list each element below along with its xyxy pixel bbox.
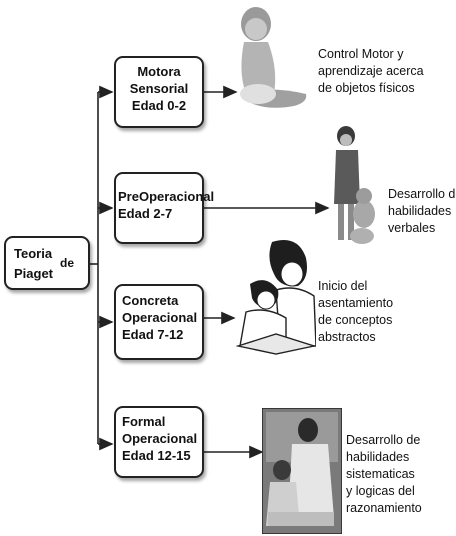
stage-3-line-1: Concreta <box>122 293 179 308</box>
stage-3-line-3: Edad 7-12 <box>122 327 184 342</box>
stage-1-line-2: Sensorial <box>129 81 189 96</box>
desc-2-line-3: verbales <box>388 221 436 235</box>
desc-4-line-5: razonamiento <box>346 501 422 515</box>
root-title-line2: Piaget <box>14 266 54 281</box>
stage-4-line-3: Edad 12-15 <box>122 448 191 463</box>
stage-4-line-2: Operacional <box>122 431 198 446</box>
desc-2-line-2: habilidades <box>388 204 452 218</box>
desc-3-line-2: asentamiento <box>318 296 394 310</box>
parent-child-reading-illustration-icon <box>236 240 316 355</box>
root-title-connector: de <box>60 256 75 270</box>
stage-box-formal: Formal Operacional Edad 12-15 <box>114 406 204 478</box>
description-formal: Desarrollo de habilidades sistematicas y… <box>346 432 422 517</box>
stage-2-line-1: PreOperacional <box>118 189 215 204</box>
desc-1-line-3: de objetos físicos <box>318 81 415 95</box>
desc-4-line-1: Desarrollo de <box>346 433 421 447</box>
stage-box-preoperational: PreOperacional Edad 2-7 <box>114 172 215 244</box>
stage-2-line-2: Edad 2-7 <box>118 206 173 221</box>
stage-1-line-1: Motora <box>137 64 181 79</box>
desc-4-line-3: sistematicas <box>346 467 415 481</box>
stage-box-concrete: Concreta Operacional Edad 7-12 <box>114 284 204 360</box>
desc-3-line-4: abstractos <box>318 330 376 344</box>
desc-4-line-4: y logicas del <box>346 484 415 498</box>
stage-4-line-1: Formal <box>122 414 166 429</box>
description-concrete: Inicio del asentamiento de conceptos abs… <box>318 278 393 346</box>
stage-1-line-3: Edad 0-2 <box>131 98 187 113</box>
desc-1-line-2: aprendizaje acerca <box>318 64 424 78</box>
description-preoperational: Desarrollo de habilidades verbales <box>388 186 456 237</box>
desc-3-line-3: de conceptos <box>318 313 393 327</box>
stage-3-line-2: Operacional <box>122 310 198 325</box>
desc-4-line-2: habilidades <box>346 450 410 464</box>
root-title-line1: Teoria <box>14 246 53 261</box>
description-sensorimotor: Control Motor y aprendizaje acerca de ob… <box>318 46 424 97</box>
baby-photo-icon <box>240 7 307 108</box>
desc-1-line-1: Control Motor y <box>318 47 404 61</box>
stage-box-sensorimotor: Motora Sensorial Edad 0-2 <box>114 56 204 128</box>
desc-3-line-1: Inicio del <box>318 279 368 293</box>
root-node: Teoria Piaget de <box>4 236 90 290</box>
toddler-with-teddy-photo-icon <box>334 126 375 244</box>
desc-2-line-1: Desarrollo de <box>388 187 456 201</box>
teacher-student-photo-icon <box>262 408 342 534</box>
